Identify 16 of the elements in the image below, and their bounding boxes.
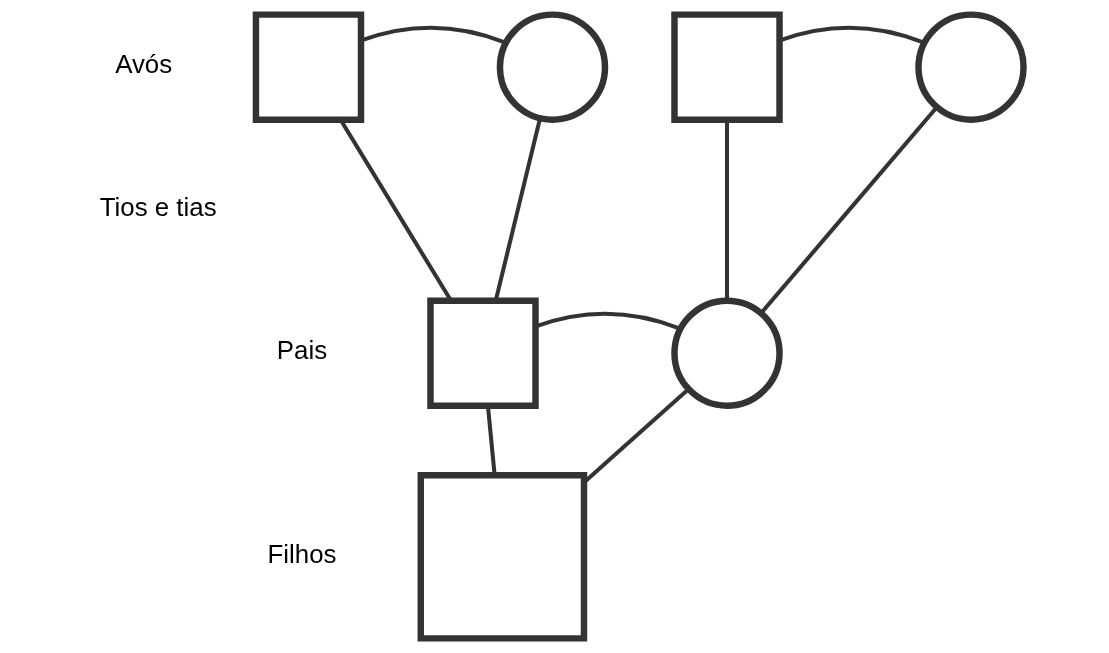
connector <box>725 120 730 301</box>
node-circle <box>496 11 609 123</box>
node-box <box>427 297 539 409</box>
label: Filhos <box>267 539 337 568</box>
connector <box>493 117 542 301</box>
connector <box>759 106 939 315</box>
node-box <box>671 11 783 123</box>
label: Avós <box>115 50 173 79</box>
node-box <box>252 11 365 123</box>
label: Pais <box>276 336 328 365</box>
node-circle <box>915 11 1027 123</box>
node-box <box>417 471 588 642</box>
node-circle <box>671 297 783 409</box>
connector <box>779 25 925 45</box>
connector <box>535 311 681 331</box>
label: Tios e tias <box>99 193 217 222</box>
